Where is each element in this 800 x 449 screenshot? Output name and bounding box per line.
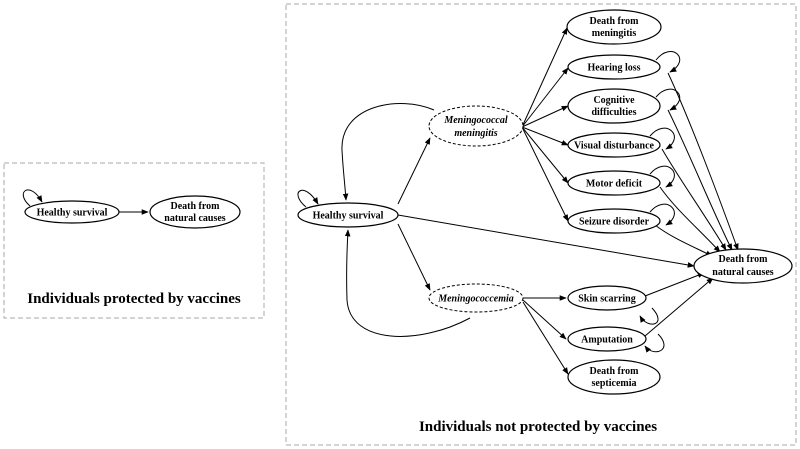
seizure-disorder-node: Seizure disorder [567, 208, 661, 234]
motor-deficit-node: Motor deficit [567, 170, 661, 196]
left-healthy-survival-node: Healthy survival [24, 200, 120, 224]
cognitive-node: Cognitive difficulties [567, 88, 661, 124]
seizure-to-death-natural-arrow [654, 224, 713, 257]
amputation-to-death-natural-arrow [644, 277, 714, 337]
death-septicemia-label-2: septicemia [592, 378, 637, 389]
right-panel-box [285, 3, 797, 446]
death-septicemia-node: Death from septicemia [567, 359, 661, 395]
healthy-to-death-natural-arrow [397, 214, 695, 268]
meningitis-to-visual-arrow [521, 126, 569, 146]
motor-deficit-label: Motor deficit [586, 179, 643, 190]
hearing-to-death-natural-arrow [667, 72, 739, 251]
healthy-survival-label: Healthy survival [313, 211, 384, 222]
cognitive-label-2: difficulties [592, 107, 637, 118]
seizure-disorder-label: Seizure disorder [579, 217, 650, 228]
meningitis-to-seizure-arrow [521, 126, 569, 222]
meningitis-to-motor-arrow [521, 126, 569, 184]
healthy-to-meningitis-arrow [397, 137, 431, 205]
left-death-natural-label-1: Death from [171, 201, 221, 212]
death-septicemia-label-1: Death from [590, 366, 640, 377]
meningitis-to-cognitive-arrow [521, 105, 569, 128]
left-healthy-self-loop [22, 189, 43, 207]
left-death-natural-label-2: natural causes [164, 213, 226, 224]
visual-disturbance-node: Visual disturbance [567, 132, 661, 158]
meningococcemia-to-healthy-arrow [344, 229, 471, 337]
meningitis-label-2: meningitis [454, 128, 497, 139]
hearing-loss-label: Hearing loss [587, 63, 640, 74]
cognitive-to-death-natural-arrow [667, 109, 733, 251]
meningitis-label-1: Meningococcal [443, 115, 508, 126]
meningococcemia-to-death-septicemia-arrow [522, 301, 569, 375]
death-meningitis-label-1: Death from [590, 16, 640, 27]
meningitis-to-death-meningitis-arrow [521, 27, 568, 128]
meningitis-to-healthy-arrow [341, 103, 435, 201]
visual-to-death-natural-arrow [661, 148, 727, 251]
meningitis-to-hearing-arrow [521, 67, 569, 128]
hearing-loss-node: Hearing loss [567, 54, 661, 80]
motor-to-death-natural-arrow [659, 186, 721, 253]
meningococcemia-label: Meningococcemia [437, 294, 514, 305]
meningococcemia-to-amputation-arrow [522, 299, 567, 340]
skin-self-loop [639, 307, 659, 325]
left-healthy-survival-label: Healthy survival [37, 208, 108, 219]
death-meningitis-label-2: meningitis [592, 28, 637, 39]
right-panel-caption: Individuals not protected by vaccines [419, 419, 657, 435]
motor-self-loop [649, 165, 675, 188]
left-panel-caption: Individuals protected by vaccines [27, 291, 241, 307]
visual-disturbance-label: Visual disturbance [574, 141, 654, 152]
death-meningitis-node: Death from meningitis [566, 9, 662, 45]
healthy-self-loop [297, 189, 319, 208]
meningitis-node: Meningococcal meningitis [428, 105, 524, 147]
seizure-self-loop [649, 203, 675, 226]
left-death-natural-node: Death from natural causes [149, 195, 241, 229]
skin-to-death-natural-arrow [644, 272, 705, 297]
meningococcemia-node: Meningococcemia [428, 283, 524, 313]
skin-scarring-node: Skin scarring [567, 285, 647, 311]
skin-scarring-label: Skin scarring [578, 294, 636, 305]
left-panel-box [3, 162, 265, 319]
death-natural-node: Death from natural causes [693, 248, 793, 284]
death-natural-label-2: natural causes [712, 267, 774, 278]
healthy-to-meningococcemia-arrow [397, 223, 431, 291]
death-natural-label-1: Death from [719, 254, 769, 265]
healthy-survival-node: Healthy survival [297, 202, 399, 228]
amputation-self-loop [644, 333, 665, 353]
amputation-label: Amputation [581, 335, 633, 346]
visual-self-loop [649, 127, 675, 150]
amputation-node: Amputation [567, 326, 647, 352]
hearing-self-loop [655, 51, 681, 73]
cognitive-label-1: Cognitive [593, 95, 635, 106]
